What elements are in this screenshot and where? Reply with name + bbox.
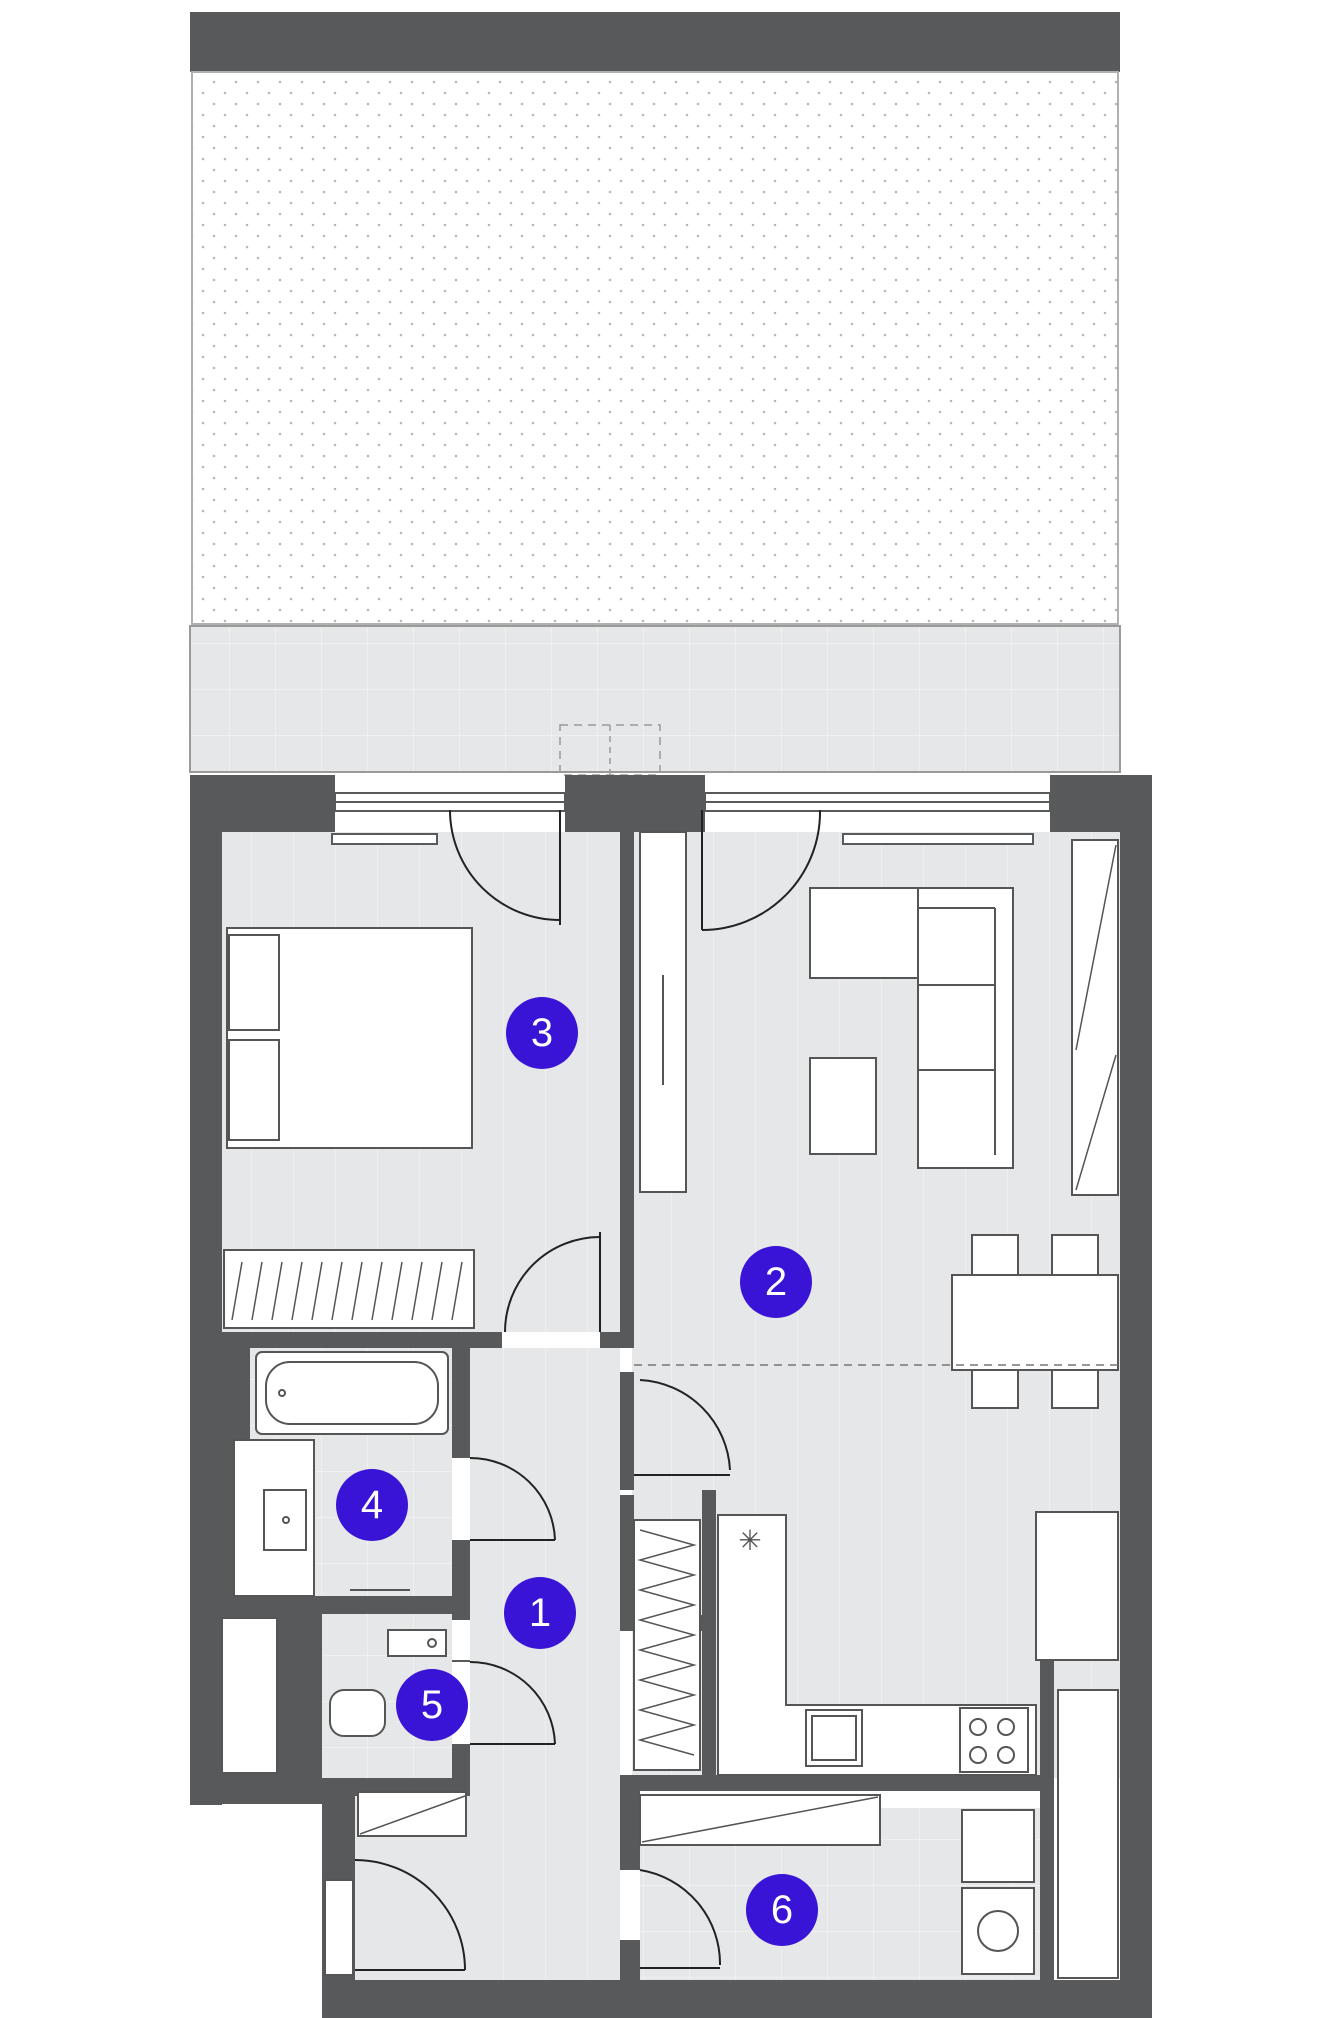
- room-marker-3[interactable]: 3: [506, 997, 578, 1069]
- room-marker-6[interactable]: 6: [746, 1874, 818, 1946]
- room-marker-2[interactable]: 2: [740, 1246, 812, 1318]
- room-number: 3: [531, 1011, 553, 1055]
- room-number: 2: [765, 1260, 787, 1304]
- windows: [331, 792, 1051, 845]
- room-number: 1: [529, 1591, 551, 1635]
- bedroom-wardrobe: [223, 1249, 475, 1329]
- boiler: [961, 1809, 1035, 1883]
- coffee-table: [809, 1057, 877, 1155]
- walls: [190, 775, 1152, 2018]
- furniture: ✳: [221, 831, 1119, 1979]
- marker-circle: [336, 1469, 408, 1541]
- room-number: 6: [771, 1888, 793, 1932]
- room-marker-4[interactable]: 4: [336, 1469, 408, 1541]
- room-marker-1[interactable]: 1: [504, 1577, 576, 1649]
- room-number: 5: [421, 1683, 443, 1727]
- svg-text:✳: ✳: [738, 1525, 761, 1556]
- sofa: [809, 887, 919, 979]
- wall-cabinet: [1071, 839, 1119, 1196]
- room-number: 4: [361, 1483, 383, 1527]
- marker-circle: [504, 1577, 576, 1649]
- toilet: [329, 1689, 386, 1737]
- room-markers: 1 2 3 4 5 6: [336, 997, 818, 1946]
- wc-sink: [387, 1629, 447, 1657]
- dining-table: [951, 1274, 1119, 1371]
- marker-circle: [396, 1669, 468, 1741]
- doors: [354, 809, 822, 1971]
- terrace: [189, 12, 1121, 776]
- marker-circle: [746, 1874, 818, 1946]
- kitchen-counter: [717, 1514, 1037, 1776]
- marker-circle: [740, 1246, 812, 1318]
- room-marker-5[interactable]: 5: [396, 1669, 468, 1741]
- marker-circle: [506, 997, 578, 1069]
